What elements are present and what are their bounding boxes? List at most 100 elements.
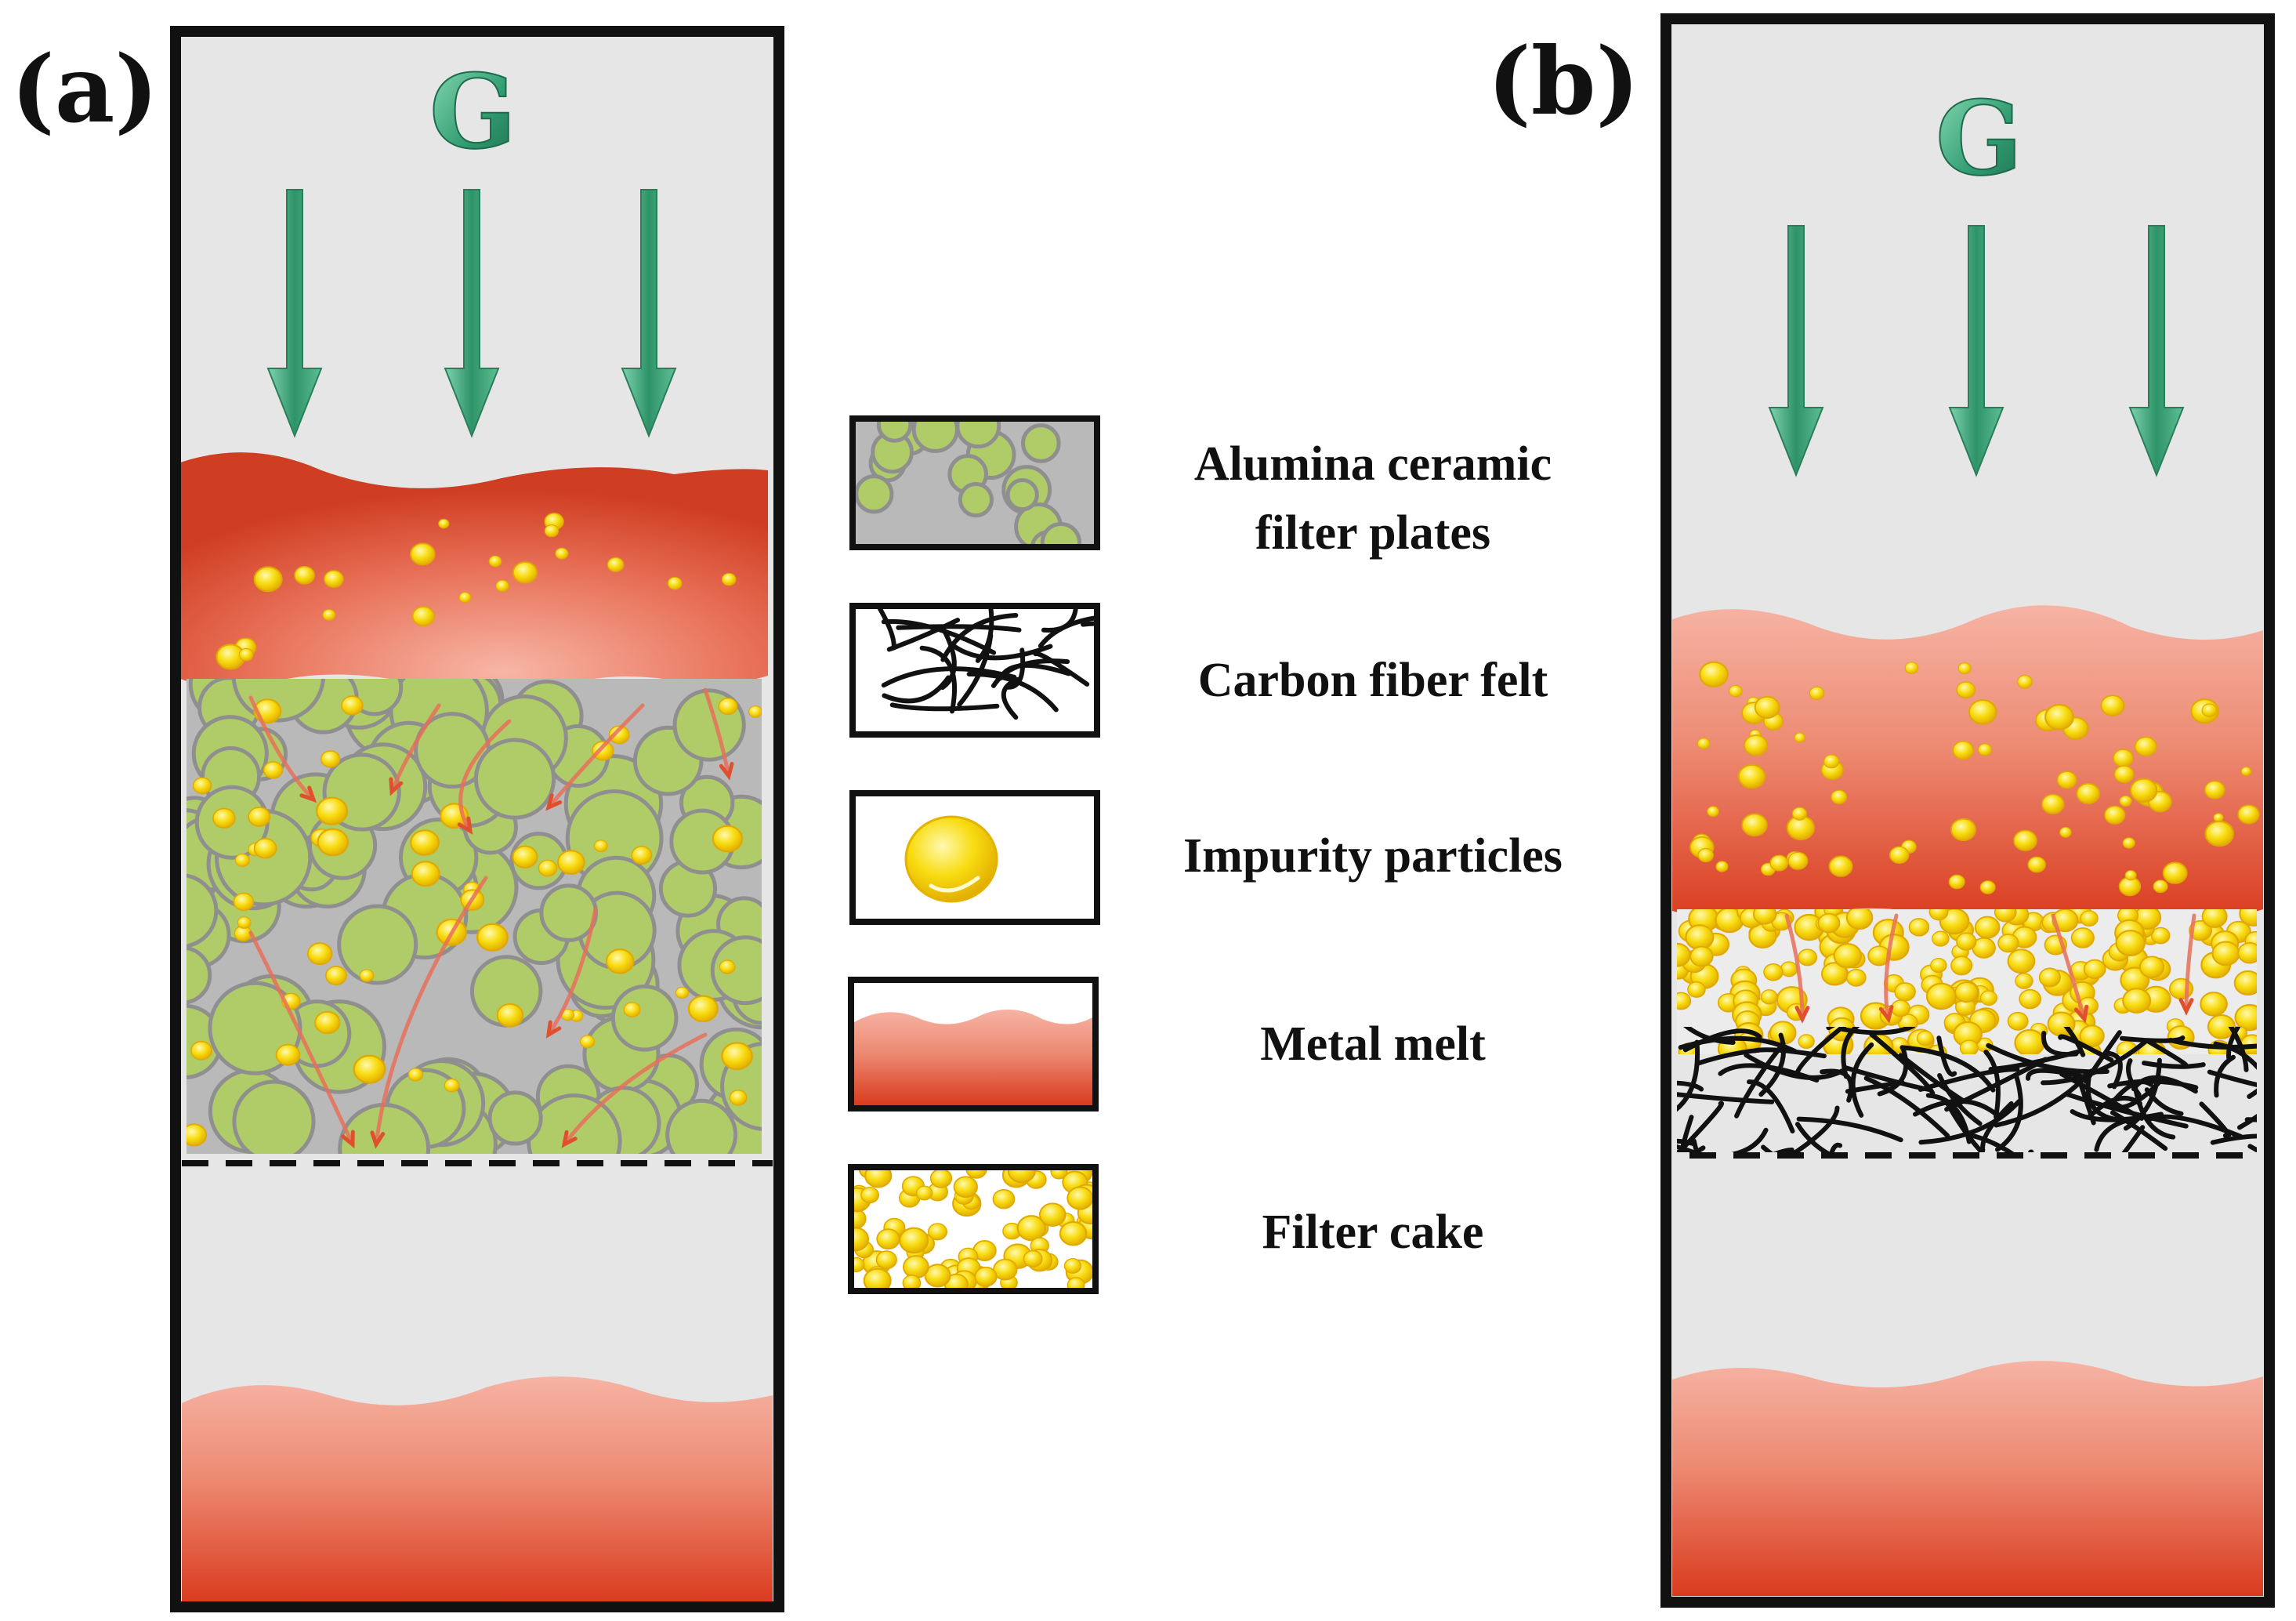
- impurity-particle: [359, 969, 375, 982]
- carbon-fiber: [1944, 1057, 2048, 1112]
- impurity-particle: [2056, 771, 2077, 789]
- flow-arrow: [1884, 913, 1899, 1021]
- impurity-particle: [2204, 820, 2234, 847]
- impurity-particle: [544, 524, 560, 538]
- legend-label-alumina-2: filter plates: [1255, 506, 1490, 560]
- impurity-particle: [2237, 804, 2260, 825]
- impurity-particle: [1928, 909, 1949, 921]
- impurity-particle: [187, 1123, 208, 1147]
- impurity-particle: [2213, 813, 2224, 822]
- carbon-fiber: [1980, 1101, 2014, 1152]
- impurity-particle: [2015, 973, 2033, 989]
- impurity-particle: [2059, 826, 2072, 838]
- flow-arrow: [546, 907, 598, 1037]
- impurity-particle: [863, 1267, 892, 1291]
- impurity-particle: [1007, 1167, 1036, 1184]
- legend-label-carbon: Carbon fiber felt: [1198, 654, 1548, 707]
- impurity-particle: [667, 576, 683, 590]
- impurity-particle: [1737, 763, 1766, 789]
- impurity-particle: [2151, 927, 2171, 945]
- panel-b-gravity-arrows: [1768, 225, 2185, 477]
- carbon-fiber: [1841, 1027, 1860, 1079]
- impurity-particle: [317, 828, 349, 857]
- impurity-particle: [2019, 988, 2042, 1010]
- impurity-particle: [1950, 956, 1973, 976]
- impurity-particle: [594, 840, 608, 853]
- impurity-particle: [1063, 1258, 1082, 1274]
- impurity-particle: [608, 725, 630, 745]
- impurity-particle: [2134, 736, 2157, 757]
- impurity-particle: [851, 1208, 867, 1230]
- impurity-particle: [1809, 686, 1825, 701]
- impurity-particle: [316, 796, 349, 825]
- impurity-particle: [2038, 967, 2061, 988]
- carbon-fiber: [1677, 1144, 1700, 1152]
- impurity-particle: [2130, 778, 2158, 803]
- legend-label-alumina-1: Alumina ceramic: [1194, 437, 1552, 491]
- impurity-particle: [1977, 743, 1993, 756]
- impurity-particle: [1831, 789, 1848, 805]
- carbon-fiber: [1791, 1105, 1840, 1152]
- carbon-fiber: [2213, 1041, 2257, 1071]
- impurity-particle: [1979, 990, 1997, 1006]
- flow-arrowhead: [457, 816, 473, 835]
- carbon-fiber: [2199, 1101, 2231, 1139]
- impurity-particle: [234, 854, 250, 867]
- legend-swatch-alumina: [849, 415, 1100, 550]
- impurity-particle: [2124, 869, 2137, 881]
- impurity-particle: [2207, 1014, 2236, 1039]
- carbon-fiber: [2167, 1038, 2257, 1050]
- impurity-particle: [248, 807, 271, 827]
- flow-arrowhead: [561, 1130, 578, 1148]
- carbon-fiber: [2214, 1054, 2236, 1098]
- impurity-particle: [1846, 969, 1867, 987]
- impurity-particle: [2113, 765, 2135, 784]
- impurity-particle: [2200, 992, 2228, 1017]
- impurity-particle: [2104, 805, 2126, 825]
- panel-a-label: (a): [11, 34, 158, 143]
- impurity-particle: [1948, 874, 1965, 890]
- carbon-fiber: [1038, 615, 1097, 649]
- impurity-particle: [324, 966, 347, 985]
- impurity-particle: [1798, 1034, 1815, 1050]
- impurity-particle: [324, 570, 344, 588]
- impurity-particle: [729, 1090, 748, 1106]
- flow-arrow: [562, 1032, 708, 1147]
- impurity-particle: [1059, 1220, 1088, 1246]
- carbon-fiber: [2247, 1144, 2257, 1152]
- carbon-fiber: [882, 675, 951, 704]
- impurity-particle: [1798, 948, 1818, 966]
- impurity-particle: [1828, 855, 1853, 877]
- carbon-fiber: [1680, 1101, 1724, 1151]
- carbon-fiber: [1820, 1068, 1854, 1103]
- impurity-particle: [721, 1042, 753, 1071]
- impurity-particle: [253, 837, 277, 859]
- panel-a-bottom-melt: [182, 1376, 773, 1604]
- flow-arrow: [374, 876, 488, 1147]
- impurity-particle: [407, 1068, 424, 1082]
- impurity-particle: [190, 1040, 212, 1061]
- impurity-particle: [1817, 912, 1841, 934]
- impurity-particle: [458, 592, 472, 604]
- carbon-fiber: [2207, 1069, 2257, 1087]
- carbon-fiber: [1936, 1035, 1957, 1077]
- impurity-particle: [238, 647, 254, 662]
- impurity-particle: [929, 1168, 953, 1188]
- impurity-particle: [1769, 854, 1789, 872]
- impurity-particle: [718, 697, 738, 716]
- impurity-particle: [675, 986, 690, 999]
- impurity-particle: [2240, 766, 2252, 776]
- impurity-particle: [2201, 909, 2228, 928]
- panel-a-top-melt: [180, 452, 768, 696]
- flow-arrowhead: [545, 793, 563, 811]
- ceramic-strut: [1005, 478, 1039, 512]
- impurity-particle: [314, 1010, 341, 1035]
- impurity-particle: [1753, 909, 1777, 925]
- impurity-particle: [192, 777, 212, 795]
- carbon-fiber: [2247, 1088, 2257, 1099]
- carbon-fiber: [1761, 1144, 1773, 1152]
- impurity-particle: [1023, 1249, 1043, 1267]
- carbon-fiber: [2210, 1133, 2257, 1145]
- impurity-particle: [1950, 818, 1976, 841]
- impurity-particle: [2122, 837, 2135, 849]
